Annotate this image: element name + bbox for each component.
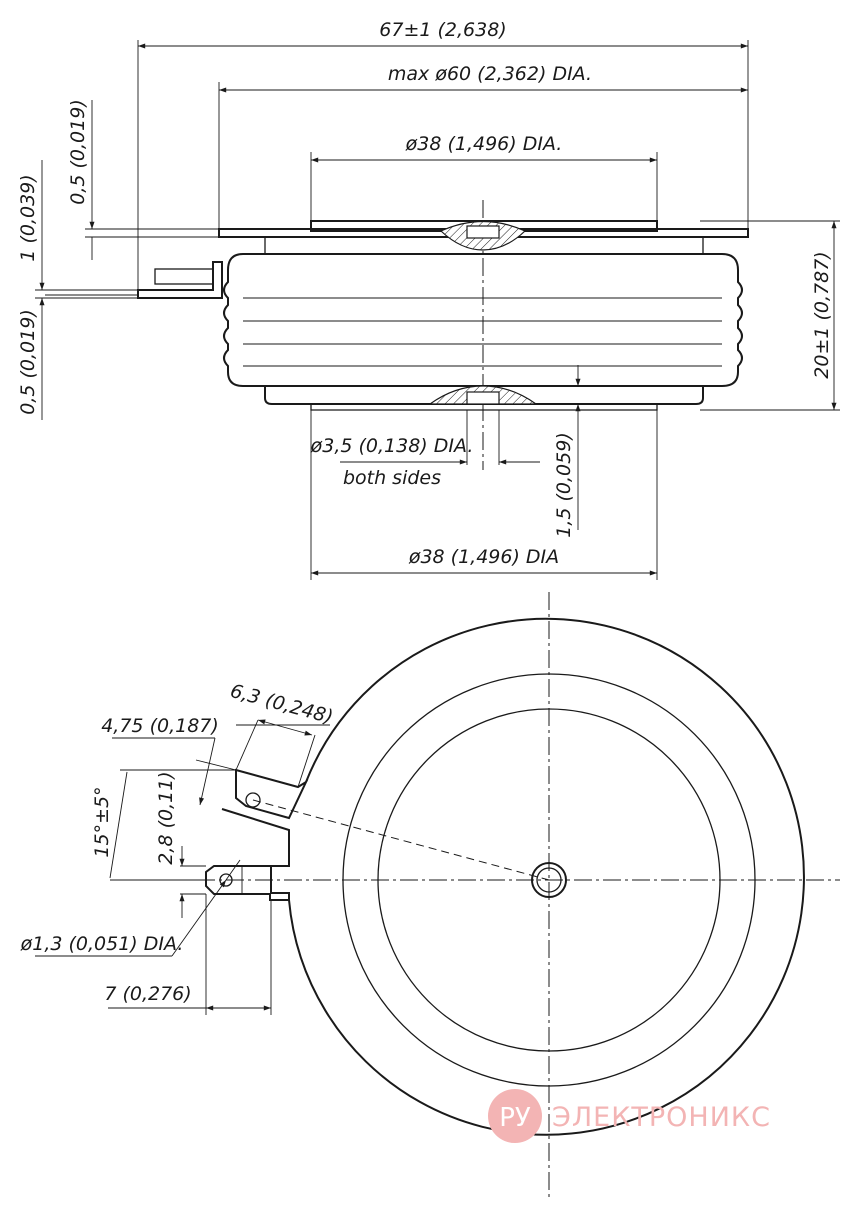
dim-flange-gap: 0,5 (0,019) — [67, 99, 89, 204]
dim-tab-width: 6,3 (0,248) — [228, 680, 336, 729]
dim-overall-width: 67±1 (2,638) — [379, 19, 506, 41]
dim-pin-offset: 2,8 (0,11) — [155, 771, 177, 864]
watermark: РУ ЭЛЕКТРОНИКС — [488, 1089, 771, 1143]
dim-pin-hole: ø3,5 (0,138) DIA. — [310, 435, 474, 457]
top-contact-plate — [310, 220, 658, 232]
dim-line-angle — [109, 771, 128, 879]
top-pin-hole — [466, 225, 500, 239]
dim-hole: ø1,3 (0,051) DIA. — [20, 933, 184, 955]
outer-flange-circle — [288, 617, 805, 1136]
contact-circle — [377, 708, 721, 1052]
ceramic-circle — [342, 673, 756, 1087]
dim-angle: 15°±5° — [91, 786, 113, 857]
side-view: 67±1 (2,638) max ø60 (2,362) DIA. ø38 (1… — [17, 19, 840, 580]
watermark-logo-text: РУ — [499, 1103, 531, 1133]
top-flange — [218, 228, 749, 238]
watermark-text: ЭЛЕКТРОНИКС — [552, 1102, 771, 1133]
dim-bottom-contact: ø38 (1,496) DIA — [408, 546, 559, 568]
bottom-contact-plate — [310, 404, 658, 411]
watermark-logo — [488, 1089, 542, 1143]
center-pin-inner — [536, 867, 562, 893]
cathode-terminal — [205, 808, 290, 901]
dim-pin-depth: 1,5 (0,059) — [553, 432, 575, 537]
gate-tab — [235, 768, 309, 820]
ceramic-body — [223, 253, 743, 387]
dim-height: 20±1 (0,787) — [811, 251, 833, 378]
dim-terminal-gap: 0,5 (0,019) — [17, 309, 39, 414]
dim-tab-offset: 4,75 (0,187) — [101, 715, 219, 737]
gate-tab-hole — [245, 792, 261, 808]
dim-pin-hole-note: both sides — [343, 467, 441, 489]
tab-axis-line — [252, 799, 550, 881]
dim-top-contact: ø38 (1,496) DIA. — [405, 133, 563, 155]
gate-terminal — [137, 261, 223, 299]
center-pin-outer — [531, 862, 567, 898]
dim-terminal-length: 7 (0,276) — [104, 983, 191, 1005]
bottom-pin-hole — [466, 391, 500, 405]
gate-terminal-pin — [154, 268, 214, 285]
top-view: 6,3 (0,248) 4,75 (0,187) 15°±5° 2,8 (0,1… — [20, 592, 840, 1200]
dim-terminal-thickness: 1 (0,039) — [17, 174, 39, 261]
upper-shoulder — [264, 237, 704, 254]
dim-max-diameter: max ø60 (2,362) DIA. — [388, 63, 592, 85]
